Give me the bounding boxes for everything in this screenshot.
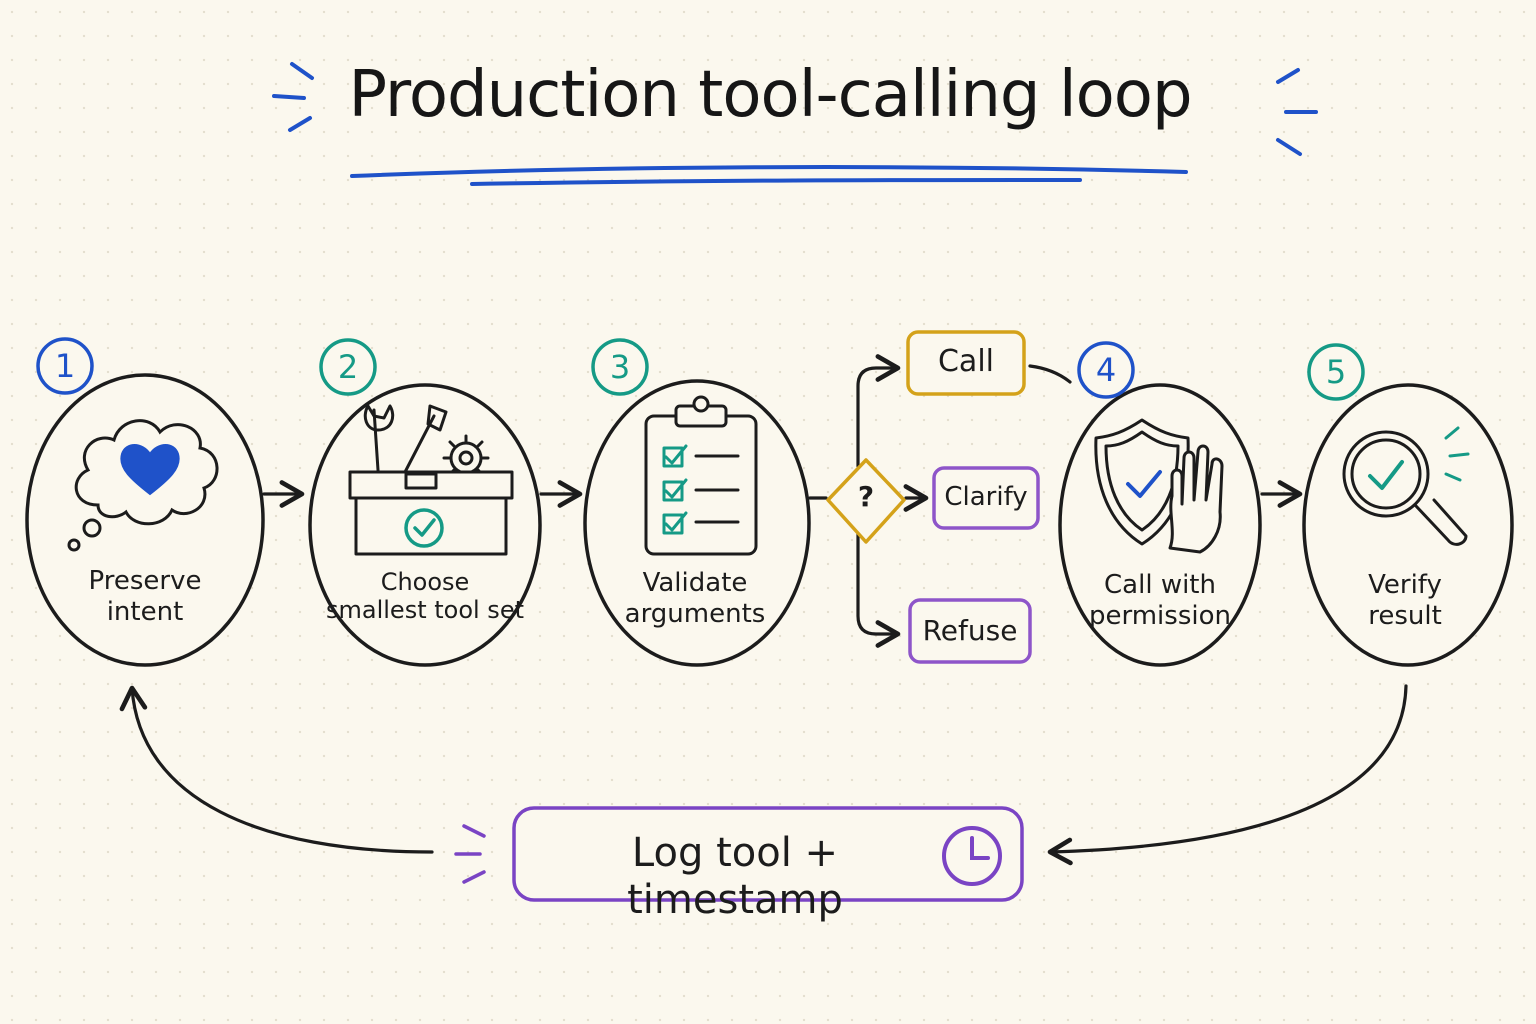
step-1-label-line1: Preserve xyxy=(88,566,202,596)
step-1-label-line2: intent xyxy=(106,596,184,627)
step-1-number: 1 xyxy=(54,347,76,385)
arrow-log-to-1 xyxy=(119,685,434,854)
step-2-label-line2: smallest tool set xyxy=(326,596,524,625)
step-5-badge xyxy=(1307,343,1365,401)
step-3-label: Validate arguments xyxy=(600,568,790,629)
clipboard-checklist-icon xyxy=(644,395,758,556)
step-5-label-line1: Verify xyxy=(1368,570,1442,600)
flow-arrows xyxy=(119,354,1408,866)
shield-hand-icon xyxy=(1094,418,1224,554)
step-3-label-line2: arguments xyxy=(624,598,766,629)
option-refuse-label: Refuse xyxy=(922,614,1018,647)
title-sparkle-right-icon xyxy=(1276,68,1318,156)
step-1-badge xyxy=(36,337,94,395)
option-clarify-box xyxy=(932,466,1040,530)
step-4-label-line1: Call with xyxy=(1104,570,1216,600)
option-refuse-box xyxy=(908,598,1032,664)
log-box xyxy=(512,806,1024,902)
arrow-decision-to-call xyxy=(856,354,901,468)
step-5-label: Verify result xyxy=(1320,570,1490,631)
arrow-5-to-log xyxy=(1047,684,1408,866)
log-label: Log tool + timestamp xyxy=(627,830,843,924)
step-3-number: 3 xyxy=(609,348,631,386)
magnifier-check-icon xyxy=(1342,426,1470,546)
option-call-box xyxy=(906,330,1026,396)
arrow-decision-to-refuse xyxy=(856,532,901,648)
step-4-badge xyxy=(1077,341,1135,399)
step-4-label: Call with permission xyxy=(1070,570,1250,631)
arrow-call-to-4 xyxy=(1028,364,1072,384)
step-2-label-line1: Choose xyxy=(380,568,470,596)
page-title: Production tool-calling loop xyxy=(348,58,1192,132)
log-sparkle-icon xyxy=(454,824,486,884)
step-4-number: 4 xyxy=(1095,351,1117,389)
clock-icon xyxy=(942,826,1002,886)
step-2-number: 2 xyxy=(337,348,359,386)
decision-diamond-icon xyxy=(826,458,906,544)
step-4-label-line2: permission xyxy=(1089,600,1231,631)
step-5-label-line2: result xyxy=(1368,600,1442,631)
step-1-label: Preserve intent xyxy=(55,566,235,627)
toolbox-icon xyxy=(348,404,514,556)
title-sparkle-left-icon xyxy=(272,62,314,132)
title-underline xyxy=(350,165,1188,186)
step-5-number: 5 xyxy=(1325,353,1347,391)
decision-symbol: ? xyxy=(857,480,875,513)
step-3-badge xyxy=(591,338,649,396)
step-2-label: Choose smallest tool set xyxy=(320,568,530,625)
step-2-badge xyxy=(319,338,377,396)
option-clarify-label: Clarify xyxy=(944,482,1028,512)
step-3-label-line1: Validate xyxy=(642,568,748,598)
option-call-label: Call xyxy=(937,344,994,379)
heart-thought-icon xyxy=(67,419,219,552)
